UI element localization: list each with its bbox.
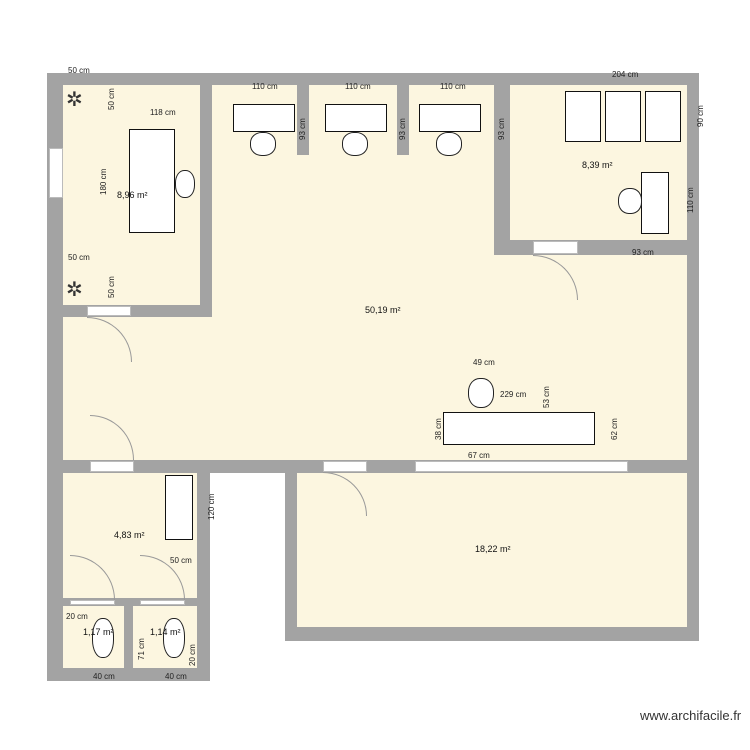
desk-icon <box>443 412 595 445</box>
dimension-label: 110 cm <box>345 82 371 91</box>
area-label: 1,17 m² <box>83 627 114 637</box>
cabinet <box>605 91 641 142</box>
fan-icon: ✲ <box>66 89 83 111</box>
dimension-label: 93 cm <box>497 118 506 140</box>
dimension-label: 50 cm <box>68 253 90 262</box>
chair-icon <box>342 132 368 156</box>
wall <box>197 460 210 681</box>
dimension-label: 93 cm <box>298 118 307 140</box>
wall <box>494 240 699 255</box>
window-icon <box>415 461 628 472</box>
dimension-label: 20 cm <box>66 612 88 621</box>
wall <box>47 73 699 85</box>
desk-icon <box>419 104 481 132</box>
wall <box>397 73 409 155</box>
area-label: 1,14 m² <box>150 627 181 637</box>
dimension-label: 110 cm <box>686 187 695 213</box>
chair-icon <box>175 170 195 198</box>
area-label: 8,96 m² <box>117 190 148 200</box>
chair-icon <box>436 132 462 156</box>
dimension-label: 204 cm <box>612 70 639 79</box>
window-icon <box>70 600 115 605</box>
dimension-label: 71 cm <box>137 638 146 660</box>
dimension-label: 53 cm <box>542 386 551 408</box>
window-icon <box>87 306 131 316</box>
dimension-label: 229 cm <box>500 390 527 399</box>
dimension-label: 118 cm <box>150 108 176 117</box>
dimension-label: 93 cm <box>398 118 407 140</box>
chair-icon <box>618 188 642 214</box>
area-label: 4,83 m² <box>114 530 145 540</box>
chair-icon <box>468 378 494 408</box>
cabinet <box>645 91 681 142</box>
toilet-icon <box>163 618 185 658</box>
window-icon <box>533 241 578 254</box>
dimension-label: 38 cm <box>434 418 443 440</box>
desk-icon <box>641 172 669 234</box>
wall <box>47 73 63 681</box>
wall <box>124 598 133 678</box>
desk-icon <box>129 129 175 233</box>
wall <box>687 73 699 641</box>
dimension-label: 49 cm <box>473 358 495 367</box>
dimension-label: 90 cm <box>696 105 705 127</box>
chair-icon <box>250 132 276 156</box>
dimension-label: 120 cm <box>207 493 216 520</box>
dimension-label: 20 cm <box>188 644 197 666</box>
window-icon <box>49 148 63 198</box>
wall <box>297 73 309 155</box>
dimension-label: 40 cm <box>93 672 115 681</box>
cabinet <box>565 91 601 142</box>
window-icon <box>140 600 185 605</box>
window-icon <box>90 461 134 472</box>
dimension-label: 50 cm <box>107 276 116 298</box>
fan-icon: ✲ <box>66 279 83 301</box>
dimension-label: 40 cm <box>165 672 187 681</box>
wall <box>200 73 212 317</box>
dimension-label: 93 cm <box>632 248 654 257</box>
toilet-icon <box>92 618 114 658</box>
desk-icon <box>325 104 387 132</box>
wall <box>494 73 510 255</box>
dimension-label: 110 cm <box>440 82 466 91</box>
area-label: 50,19 m² <box>365 305 401 315</box>
wall <box>285 627 699 641</box>
dimension-label: 110 cm <box>252 82 278 91</box>
watermark[interactable]: www.archifacile.fr <box>640 708 742 723</box>
area-label: 18,22 m² <box>475 544 511 554</box>
dimension-label: 50 cm <box>68 66 90 75</box>
area-label: 8,39 m² <box>582 160 613 170</box>
dimension-label: 180 cm <box>99 168 108 195</box>
sink-icon <box>165 475 193 540</box>
dimension-label: 67 cm <box>468 451 490 460</box>
window-icon <box>323 461 367 472</box>
dimension-label: 50 cm <box>107 88 116 110</box>
dimension-label: 50 cm <box>170 556 192 565</box>
desk-icon <box>233 104 295 132</box>
dimension-label: 62 cm <box>610 418 619 440</box>
wall <box>285 460 297 641</box>
